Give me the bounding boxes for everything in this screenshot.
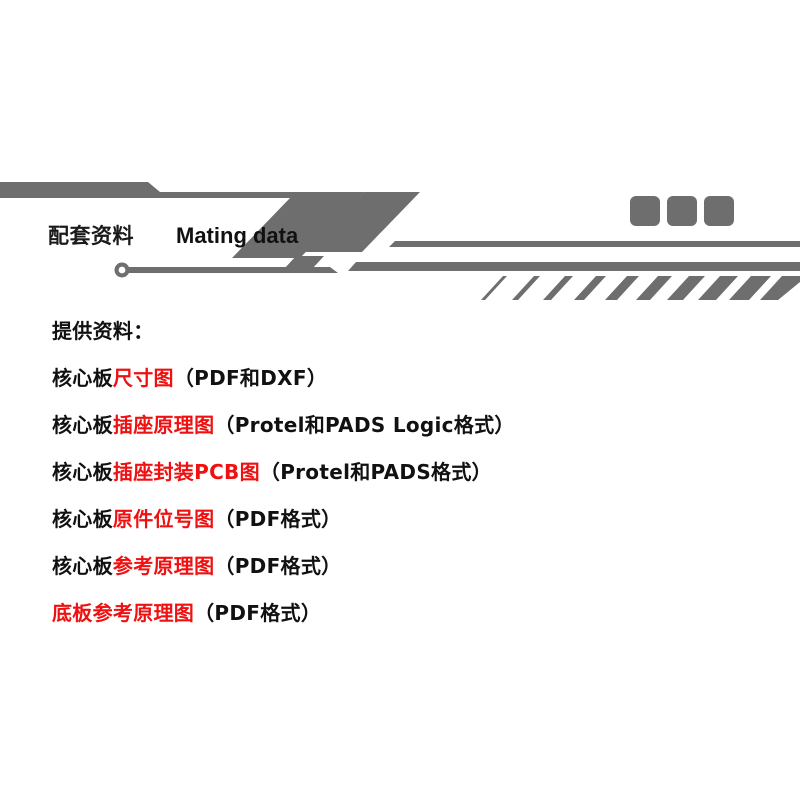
document-line-segment: 核心板 <box>52 413 113 437</box>
banner-title: 配套资料 Mating data <box>0 218 400 254</box>
document-line: 核心板插座封装PCB图（Protel和PADS格式） <box>52 449 752 496</box>
banner-stripe <box>543 276 573 300</box>
document-line-segment: 核心板 <box>52 554 113 578</box>
banner-underline-rail <box>128 267 338 273</box>
document-line-segment: （PDF格式） <box>214 507 342 531</box>
document-line-segment: 参考原理图 <box>112 554 215 578</box>
document-line-segment: （Protel和PADS格式） <box>259 460 492 484</box>
document-line-segment: （PDF格式） <box>214 554 342 578</box>
banner-stripe <box>698 276 738 300</box>
document-line-host: 核心板尺寸图（PDF和DXF）核心板插座原理图（Protel和PADS Logi… <box>52 355 752 637</box>
document-line-segment: 核心板 <box>52 366 113 390</box>
banner-stripe-group <box>481 276 800 300</box>
banner-stripe <box>667 276 705 300</box>
document-line: 核心板插座原理图（Protel和PADS Logic格式） <box>52 402 752 449</box>
banner-ring-node-inner <box>118 266 126 274</box>
document-line-segment: 插座封装PCB图 <box>112 460 260 484</box>
intro-label: 提供资料： <box>52 319 154 343</box>
banner-stripe <box>760 276 800 300</box>
banner-stripe <box>605 276 639 300</box>
banner-thick-rail <box>348 262 800 271</box>
banner-stripe <box>574 276 606 300</box>
document-line: 核心板尺寸图（PDF和DXF） <box>52 355 752 402</box>
banner-top-bar-shape <box>0 182 364 258</box>
document-line: 核心板原件位号图（PDF格式） <box>52 496 752 543</box>
document-line-segment: （PDF和DXF） <box>173 366 328 390</box>
banner-diagonal-wedge <box>300 192 420 252</box>
banner-stripe <box>636 276 672 300</box>
document-line-segment: 插座原理图 <box>112 413 215 437</box>
header-banner <box>0 170 800 305</box>
document-line-segment: （Protel和PADS Logic格式） <box>214 413 515 437</box>
document-line: 底板参考原理图（PDF格式） <box>52 590 752 637</box>
document-list: 提供资料： 核心板尺寸图（PDF和DXF）核心板插座原理图（Protel和PAD… <box>52 308 752 637</box>
banner-stripe <box>481 276 507 300</box>
document-line-segment: 原件位号图 <box>112 507 215 531</box>
document-line-segment: 尺寸图 <box>112 366 174 390</box>
banner-square-2 <box>667 196 697 226</box>
banner-title-cn: 配套资料 <box>48 224 134 248</box>
document-line: 核心板参考原理图（PDF格式） <box>52 543 752 590</box>
banner-square-1 <box>630 196 660 226</box>
document-line-segment: （PDF格式） <box>194 601 322 625</box>
banner-wedge-notch <box>284 256 324 269</box>
document-line-segment: 核心板 <box>52 460 113 484</box>
banner-stripe <box>729 276 771 300</box>
banner-thin-rail <box>389 241 800 247</box>
banner-title-en: Mating data <box>176 223 299 248</box>
banner-square-3 <box>704 196 734 226</box>
document-line-segment: 底板参考原理图 <box>52 601 195 625</box>
banner-stripe <box>512 276 540 300</box>
document-line-segment: 核心板 <box>52 507 113 531</box>
